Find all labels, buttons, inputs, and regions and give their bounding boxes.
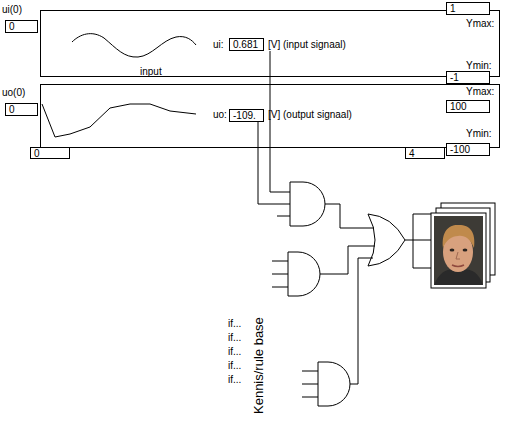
field-value: 0.681 <box>233 39 263 51</box>
initial-value-field: ui(0)0 <box>5 20 38 33</box>
rule-line: if... <box>228 360 241 372</box>
scale-label: Ymin: <box>466 128 492 140</box>
rule-line: if... <box>228 318 241 330</box>
image-frame <box>436 208 490 282</box>
signal-label: ui: <box>213 39 224 51</box>
unit-label: [V] (output signaal) <box>268 109 352 121</box>
and-gate <box>288 252 320 296</box>
field-value: 0 <box>34 148 69 160</box>
value-field: -109. <box>229 109 264 122</box>
value-field: 0.681 <box>229 38 264 51</box>
gate-wire <box>320 246 375 274</box>
scale-field: -1 <box>446 71 490 84</box>
input-curve <box>72 34 196 57</box>
field-label: uo(0) <box>2 87 25 99</box>
field-value: 4 <box>409 148 444 160</box>
output-wire <box>258 122 290 204</box>
gate-input <box>277 216 290 217</box>
time-field: 4 <box>405 147 445 159</box>
scale-field: 100 <box>446 100 490 113</box>
initial-value-field: uo(0)0 <box>5 103 38 116</box>
and-gate <box>290 182 325 226</box>
field-label: ui(0) <box>2 4 22 16</box>
signal-label: uo: <box>213 109 227 121</box>
photo-face <box>443 232 473 272</box>
plot-panel: uo: [V] (output signaal) Ymax: Ymin: -109. <box>40 84 500 148</box>
image-frame <box>441 203 495 275</box>
rule-line: if... <box>228 332 241 344</box>
scale-field: -100 <box>446 143 490 156</box>
field-value: 0 <box>9 21 37 33</box>
plot-label: input <box>140 66 162 78</box>
or-gate <box>368 214 405 266</box>
photo-shirt <box>434 269 483 285</box>
photo-nose <box>456 252 460 259</box>
output-wire <box>405 214 441 268</box>
field-value: 100 <box>450 101 489 113</box>
input-wire <box>270 51 290 192</box>
gate-input <box>272 261 288 287</box>
plot-panel: ui:[V] (input signaal)inputYmax:Ymin:0.6… <box>40 10 500 77</box>
photo-hair <box>443 225 475 248</box>
rule-base-label: Kennis/rule base <box>252 317 266 414</box>
output-curve <box>42 104 196 137</box>
field-value: -1 <box>450 72 489 84</box>
photo-eye <box>463 249 468 252</box>
field-value: 1 <box>450 3 489 15</box>
scale-field: 1 <box>446 2 490 15</box>
gate-wire <box>325 204 374 228</box>
field-value: -109. <box>233 110 263 122</box>
and-gate <box>318 362 350 406</box>
unit-label: [V] (input signaal) <box>268 39 346 51</box>
scale-label: Ymax: <box>466 18 494 30</box>
photo-background <box>434 216 483 285</box>
face-photo <box>434 216 483 285</box>
field-value: -100 <box>450 144 489 156</box>
photo-eye <box>450 249 455 252</box>
rule-line: if... <box>228 374 241 386</box>
scale-label: Ymax: <box>466 86 494 98</box>
rule-line: if... <box>228 346 241 358</box>
field-value: 0 <box>9 104 37 116</box>
image-frame <box>431 213 486 288</box>
gate-input <box>302 371 318 397</box>
gate-wire <box>350 258 373 384</box>
time-field: 0 <box>30 147 70 159</box>
photo-mouth <box>452 265 464 267</box>
